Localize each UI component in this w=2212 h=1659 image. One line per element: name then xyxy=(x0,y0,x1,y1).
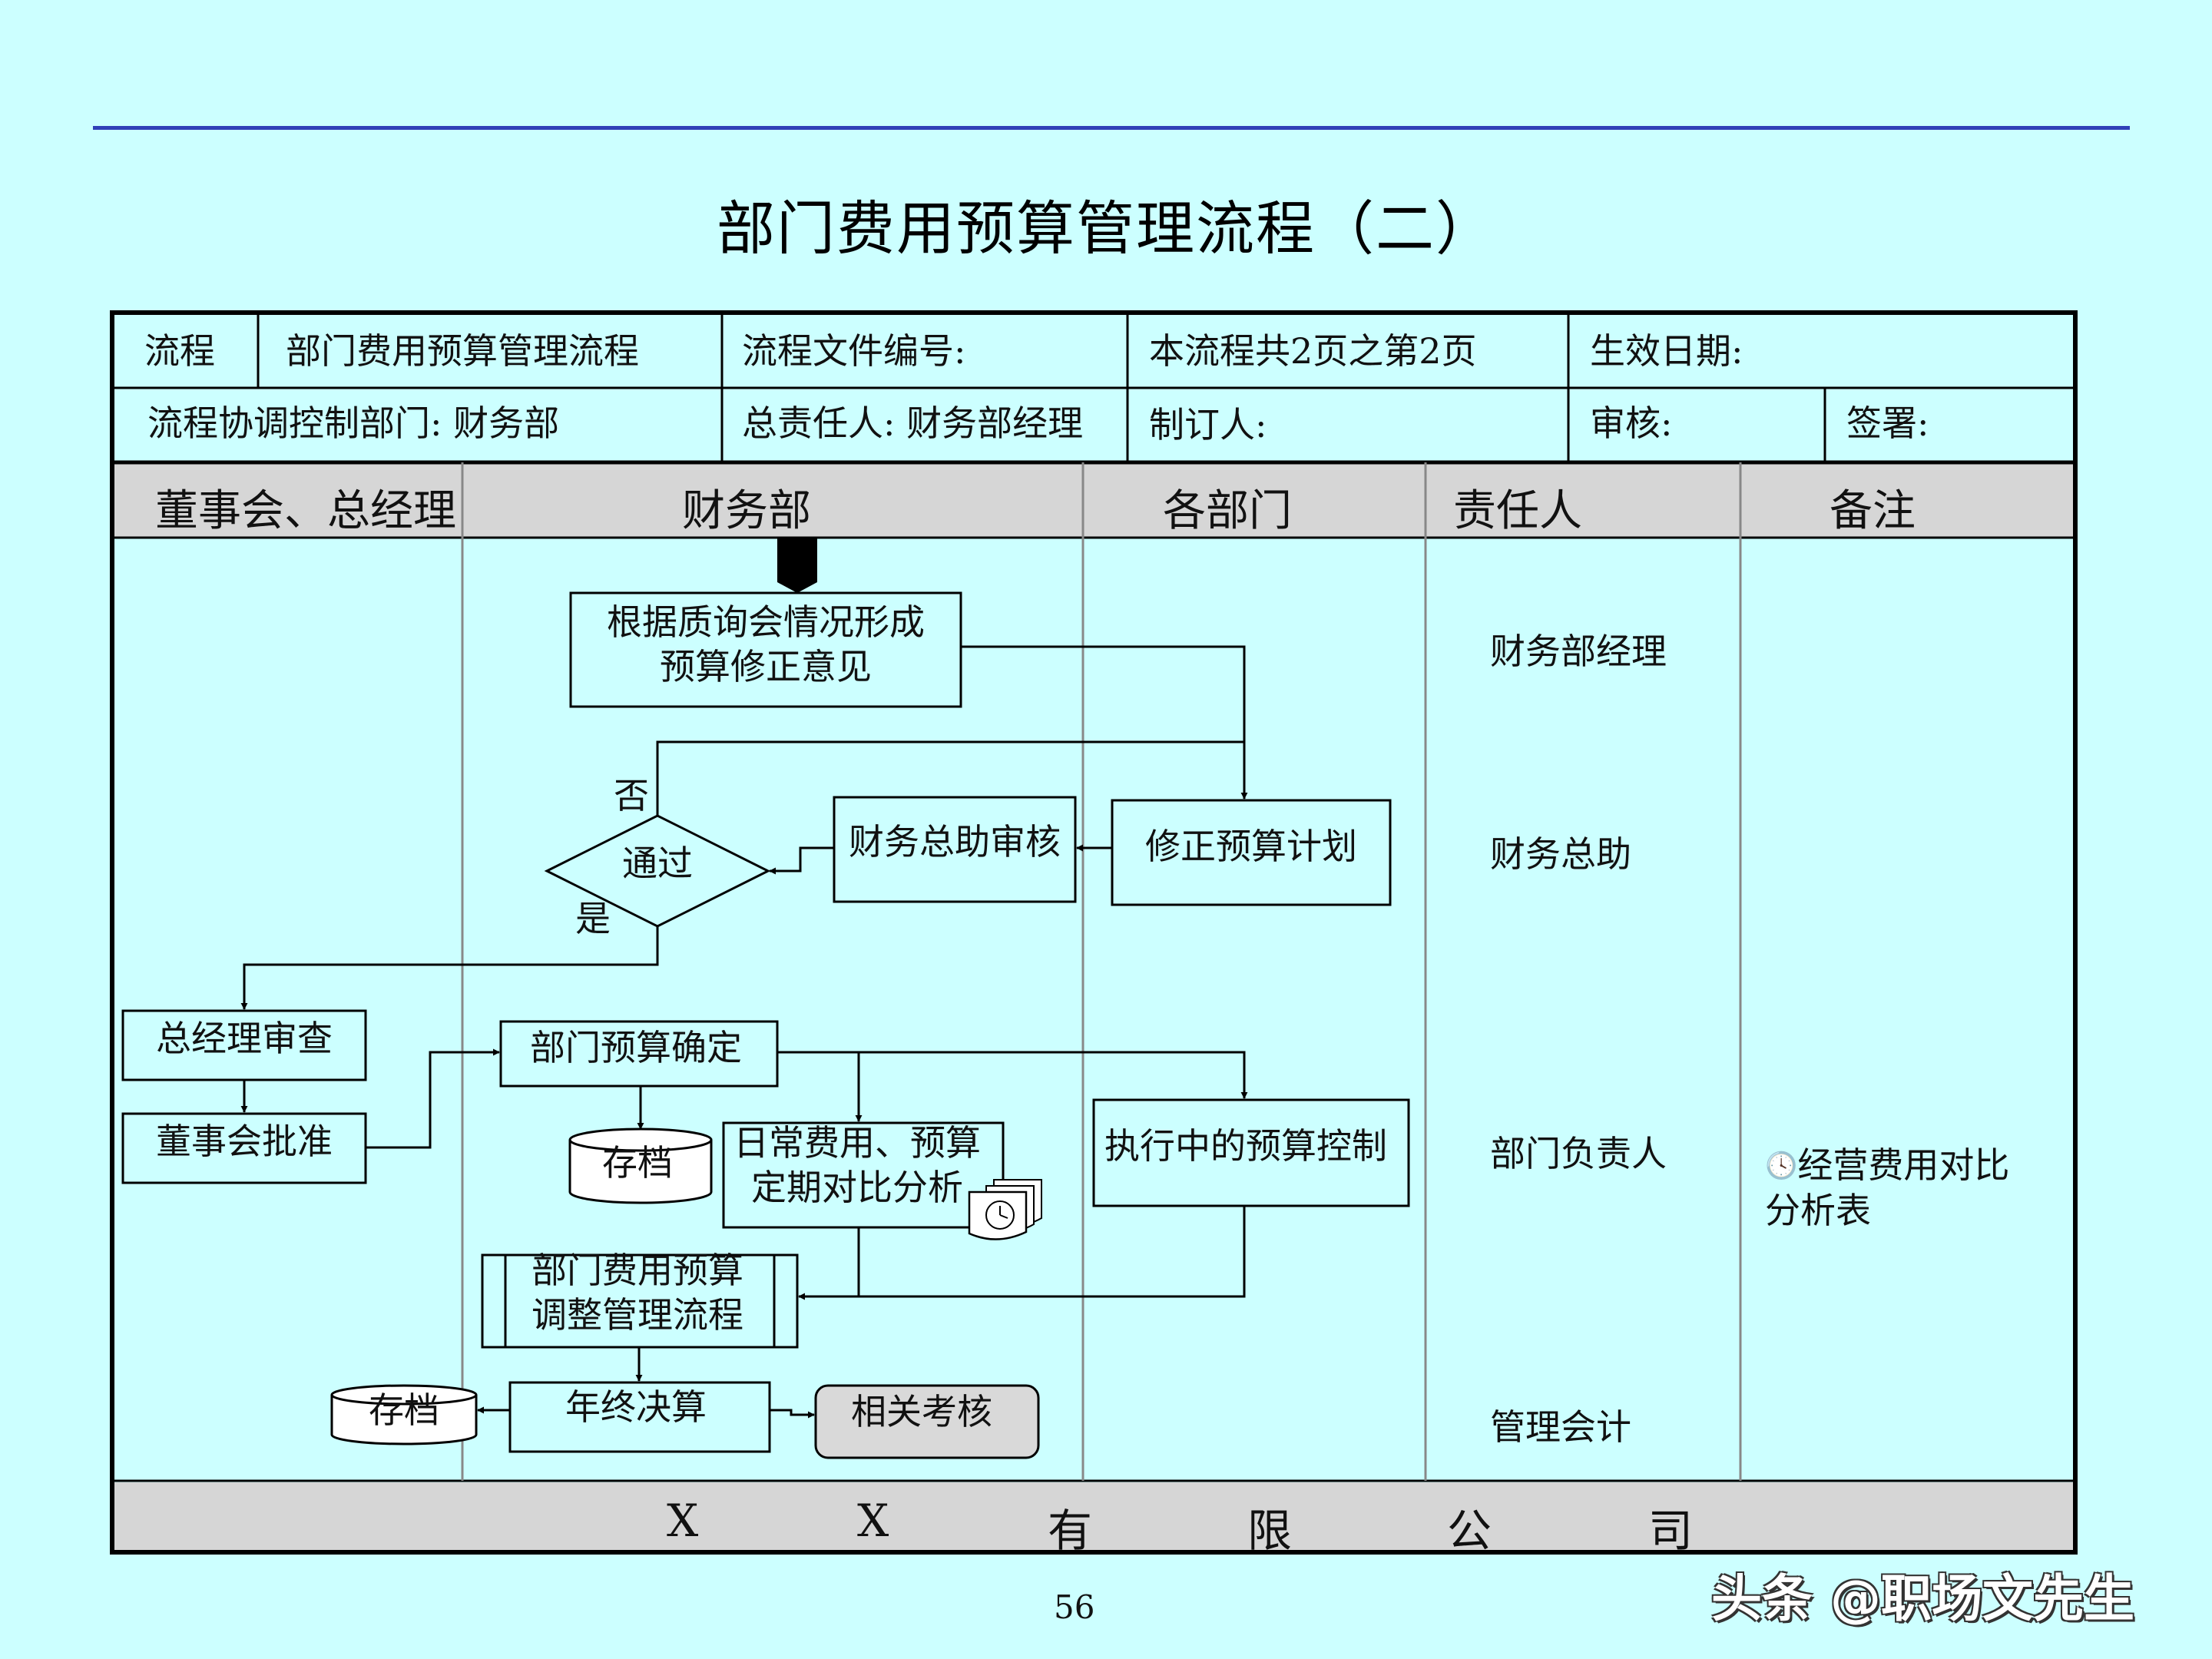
control-dept-label: 流程协调控制部门: 财务部 xyxy=(147,402,560,444)
asst-review-box xyxy=(833,796,1077,903)
review-label: 审核: xyxy=(1590,402,1673,444)
arrow-exec-to-adjust xyxy=(798,1206,1246,1300)
form-opinion-box xyxy=(569,591,962,708)
gm-review-label: 总经理审查 xyxy=(156,1018,333,1059)
arrow-yes-to-gm xyxy=(240,926,659,1010)
archive-drum xyxy=(568,1128,713,1204)
author-label: 制订人: xyxy=(1149,404,1267,445)
arrow-opinion-to-revise xyxy=(961,645,1248,800)
lane-notes: 备注 xyxy=(1830,486,1916,536)
assessment-terminal xyxy=(814,1384,1040,1459)
adjust-line2: 调整管理流程 xyxy=(531,1294,743,1336)
page-info: 本流程共2页之第2页 xyxy=(1149,330,1477,372)
footer-char: 限 xyxy=(1247,1505,1293,1557)
footer-char: 公 xyxy=(1447,1505,1492,1557)
sign-label: 签署: xyxy=(1846,402,1929,444)
note-cost-comparison: 🕓经营费用对比 分析表 xyxy=(1765,1143,2009,1233)
adjust-line1: 部门费用预算 xyxy=(531,1250,743,1291)
lane-departments: 各部门 xyxy=(1163,486,1292,536)
asst-review-label: 财务总助审核 xyxy=(849,821,1061,863)
process-label: 流程 xyxy=(144,330,215,372)
clock-icon: 🕓 xyxy=(1765,1151,1798,1181)
compare-line1: 日常费用、预算 xyxy=(733,1122,981,1164)
process-table-frame xyxy=(110,310,2078,1555)
revise-plan-label: 修正预算计划 xyxy=(1145,826,1357,867)
arrow-board-to-confirm xyxy=(366,1048,500,1149)
footer-band xyxy=(114,1482,2073,1550)
budget-confirm-label: 部门预算确定 xyxy=(530,1027,742,1068)
arrow-confirm-to-exec xyxy=(777,1051,1248,1099)
pass-label: 通过 xyxy=(622,843,693,884)
year-end-label: 年终决算 xyxy=(565,1386,707,1428)
lane-finance: 财务部 xyxy=(682,486,811,536)
compare-analysis-box xyxy=(722,1121,1005,1229)
lane-board-gm: 董事会、总经理 xyxy=(155,486,456,536)
arrow-yearend-to-assessment xyxy=(770,1409,815,1419)
owner-label: 总责任人: 财务部经理 xyxy=(742,402,1084,444)
watermark: 头条 @职场文先生 xyxy=(1711,1569,2134,1628)
resp-finance-manager: 财务部经理 xyxy=(1490,631,1667,672)
archive-label: 存档 xyxy=(602,1142,673,1184)
lane-dividers xyxy=(461,462,1742,1481)
resp-finance-assistant: 财务总助 xyxy=(1490,833,1631,875)
note-line1: 经营费用对比 xyxy=(1797,1144,2010,1186)
yes-label: 是 xyxy=(575,898,611,939)
arrow-no-branch xyxy=(656,740,1244,816)
exec-control-label: 执行中的预算控制 xyxy=(1104,1125,1387,1167)
header-grid xyxy=(114,315,2073,1482)
footer-char: 司 xyxy=(1648,1505,1694,1557)
board-approve-label: 董事会批准 xyxy=(156,1121,333,1162)
process-name: 部门费用预算管理流程 xyxy=(286,330,639,372)
arrow-review-to-decision xyxy=(769,846,834,875)
no-label: 否 xyxy=(614,775,649,816)
effective-date-label: 生效日期: xyxy=(1590,330,1743,372)
exec-control-box xyxy=(1092,1098,1410,1207)
form-opinion-line1: 根据质询会情况形成 xyxy=(607,601,925,643)
budget-confirm-box xyxy=(499,1020,779,1088)
assessment-label: 相关考核 xyxy=(851,1391,992,1432)
note-line2: 分析表 xyxy=(1765,1190,1871,1231)
page-title: 部门费用预算管理流程（二） xyxy=(717,194,1495,263)
footer-char: X xyxy=(667,1495,699,1547)
archive2-label: 存档 xyxy=(369,1389,439,1431)
start-marker xyxy=(777,538,817,593)
clock-document-icon xyxy=(968,1179,1042,1240)
footer-char: 有 xyxy=(1048,1505,1093,1557)
resp-management-accountant: 管理会计 xyxy=(1490,1406,1631,1448)
form-opinion-line2: 预算修正意见 xyxy=(660,646,872,687)
lane-responsible: 责任人 xyxy=(1453,486,1582,536)
page-number: 56 xyxy=(1054,1588,1095,1626)
compare-line2: 定期对比分析 xyxy=(751,1167,963,1208)
resp-dept-head: 部门负责人 xyxy=(1490,1133,1667,1174)
file-number-label: 流程文件编号: xyxy=(742,330,966,372)
pass-decision-diamond xyxy=(544,814,771,928)
year-end-box xyxy=(508,1381,771,1453)
archive-drum-2 xyxy=(330,1384,478,1445)
footer-char: X xyxy=(857,1495,889,1547)
revise-plan-box xyxy=(1111,799,1392,906)
top-rule xyxy=(93,126,2130,130)
lane-header-band xyxy=(114,464,2073,538)
